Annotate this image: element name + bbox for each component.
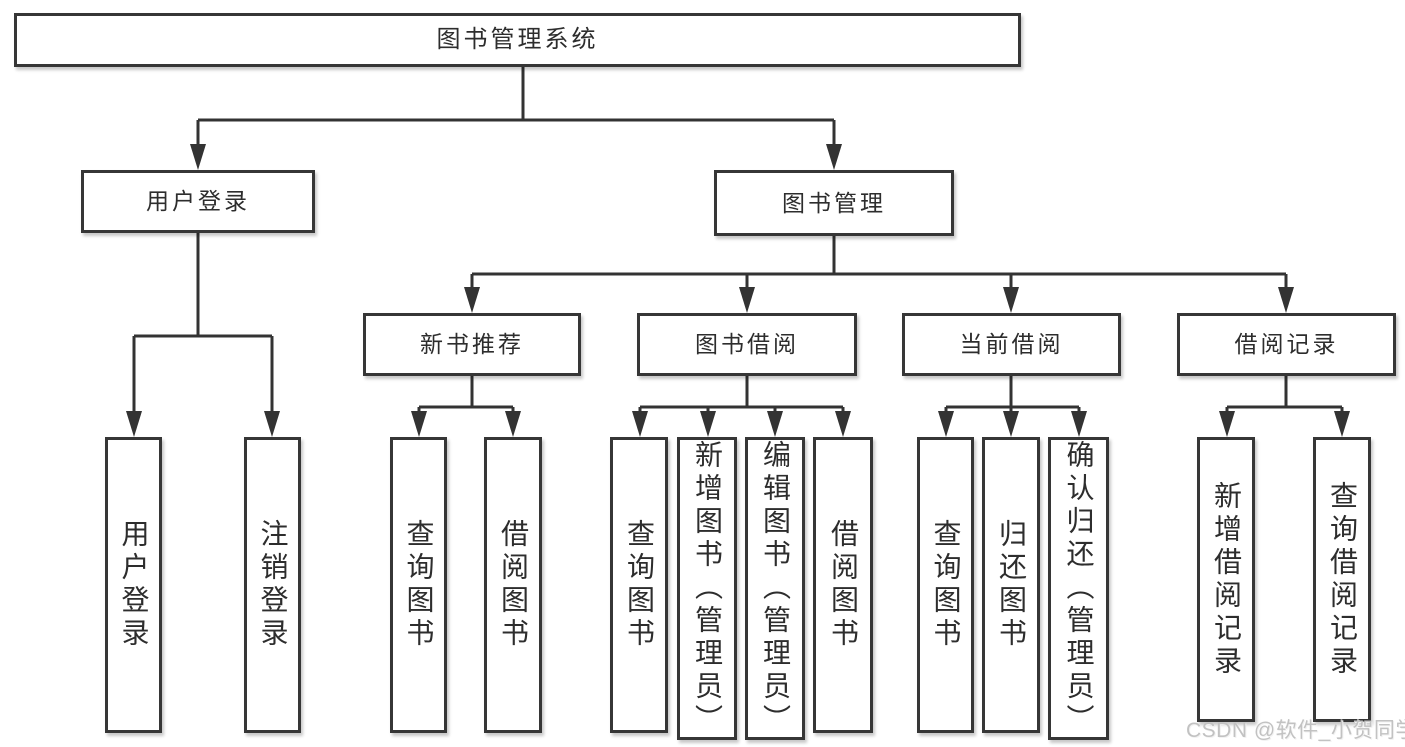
leaf-query-books-current: 查询图书: [917, 437, 974, 733]
node-current-borrowing-label: 当前借阅: [959, 331, 1064, 357]
node-current-borrowing: 当前借阅: [902, 313, 1121, 376]
leaf-borrow-books-recommend-label: 借阅图书: [498, 519, 529, 651]
leaf-confirm-return-admin-label: 确认归还（管理员）: [1063, 440, 1095, 737]
leaf-borrow-books-recommend: 借阅图书: [484, 437, 542, 733]
connector-book-management-children: [464, 236, 1294, 313]
leaf-return-book-label: 归还图书: [996, 519, 1027, 651]
node-library-system-label: 图书管理系统: [436, 26, 599, 53]
node-new-book-recommend-label: 新书推荐: [420, 331, 524, 357]
node-borrow-records-label: 借阅记录: [1234, 331, 1339, 357]
watermark: CSDN @软件_小贺同学: [1186, 719, 1405, 742]
leaf-user-login-label: 用户登录: [118, 519, 150, 651]
connector-user-login-children: [126, 233, 280, 437]
connector-new-book-children: [411, 376, 521, 437]
leaf-add-book-admin-label: 新增图书（管理员）: [692, 440, 723, 737]
node-book-borrowing-label: 图书借阅: [695, 331, 799, 357]
leaf-logout-login-label: 注销登录: [257, 519, 289, 651]
leaf-query-borrow-record: 查询借阅记录: [1313, 437, 1371, 722]
leaf-query-books-recommend-label: 查询图书: [403, 519, 435, 651]
leaf-add-borrow-record-label: 新增借阅记录: [1211, 480, 1242, 679]
leaf-query-books-recommend: 查询图书: [390, 437, 447, 733]
node-book-management: 图书管理: [714, 170, 954, 236]
connector-current-borrowing-children: [938, 376, 1087, 437]
leaf-query-borrow-record-label: 查询借阅记录: [1327, 480, 1358, 679]
node-library-system: 图书管理系统: [14, 13, 1021, 67]
node-user-login-label: 用户登录: [146, 188, 250, 214]
leaf-edit-book-admin-label: 编辑图书（管理员）: [760, 440, 791, 737]
connector-book-borrowing-children: [632, 376, 851, 437]
leaf-add-borrow-record: 新增借阅记录: [1197, 437, 1255, 722]
leaf-add-book-admin: 新增图书（管理员）: [677, 437, 737, 740]
leaf-borrow-books: 借阅图书: [813, 437, 873, 733]
node-user-login: 用户登录: [81, 170, 315, 233]
leaf-query-books-current-label: 查询图书: [930, 519, 962, 651]
leaf-borrow-books-label: 借阅图书: [828, 519, 859, 651]
leaf-confirm-return-admin: 确认归还（管理员）: [1048, 437, 1109, 740]
leaf-query-books-borrowing: 查询图书: [610, 437, 668, 733]
leaf-logout-login: 注销登录: [244, 437, 301, 733]
node-book-borrowing: 图书借阅: [637, 313, 857, 376]
leaf-query-books-borrowing-label: 查询图书: [624, 519, 655, 651]
node-book-management-label: 图书管理: [782, 189, 886, 216]
leaf-return-book: 归还图书: [982, 437, 1040, 733]
node-borrow-records: 借阅记录: [1177, 313, 1396, 376]
connector-borrow-records-children: [1219, 376, 1350, 437]
node-new-book-recommend: 新书推荐: [363, 313, 581, 376]
leaf-edit-book-admin: 编辑图书（管理员）: [745, 437, 805, 740]
connector-root-to-level2: [190, 67, 842, 170]
leaf-user-login: 用户登录: [105, 437, 162, 733]
